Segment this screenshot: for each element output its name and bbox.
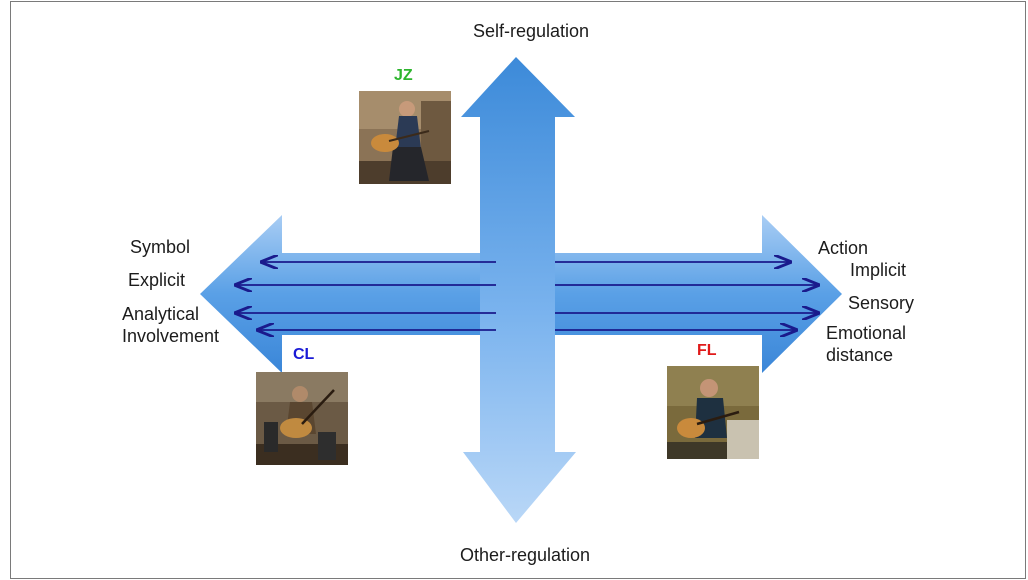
diagram-frame	[10, 1, 1026, 579]
left-label-symbol: Symbol	[130, 237, 191, 257]
performer-photo-cl	[256, 372, 348, 465]
bottom-axis-label: Other-regulation	[460, 545, 591, 565]
left-label-involvement: Involvement	[122, 326, 220, 346]
right-label-sensory: Sensory	[848, 293, 915, 313]
dimension-lines-left	[236, 262, 496, 330]
right-label-distance: distance	[826, 345, 894, 365]
right-label-action: Action	[818, 238, 869, 258]
top-axis-label: Self-regulation	[473, 21, 590, 41]
left-label-explicit: Explicit	[128, 270, 186, 290]
performer-name-fl: FL	[697, 342, 717, 359]
performer-photo-jz	[359, 91, 451, 184]
left-label-analytical: Analytical	[122, 304, 200, 324]
performer-name-cl: CL	[293, 346, 315, 363]
vertical-double-arrow	[461, 57, 576, 523]
dimension-lines-right	[555, 262, 818, 330]
performer-name-jz: JZ	[394, 67, 413, 84]
right-label-emotional: Emotional	[826, 323, 907, 343]
right-label-implicit: Implicit	[850, 260, 907, 280]
performer-photo-fl	[667, 366, 759, 459]
